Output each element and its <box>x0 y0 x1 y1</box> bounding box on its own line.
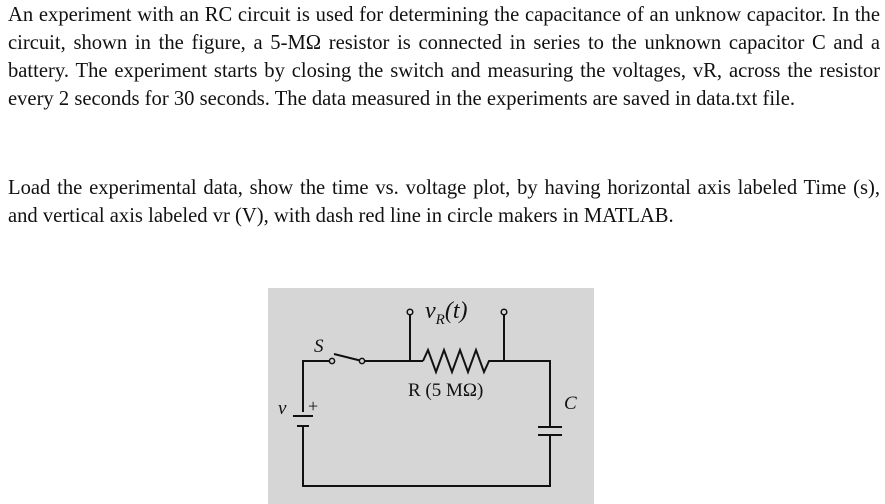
probe-terminal-left <box>406 308 414 316</box>
vr-label-sub: R <box>435 312 445 328</box>
battery-label: v <box>278 398 287 419</box>
capacitor-label: C <box>564 393 577 414</box>
probe-terminal-right <box>500 308 508 316</box>
wire-right-top <box>492 360 551 427</box>
switch-terminal-left <box>328 357 336 365</box>
resistor-zigzag <box>422 347 492 375</box>
wire-left-top <box>302 360 332 412</box>
problem-paragraph-2: Load the experimental data, show the tim… <box>8 177 880 227</box>
rc-circuit-diagram: vR(t) S R (5 MΩ) C v + <box>278 298 577 487</box>
switch-terminal-right <box>358 357 366 365</box>
switch-blade <box>333 353 363 362</box>
battery-plus-label: + <box>308 396 318 416</box>
resistor-label: R (5 MΩ) <box>408 380 483 401</box>
vr-label-main: v <box>425 298 436 324</box>
wire-left-bottom <box>302 438 551 487</box>
svg-text:vR(t): vR(t) <box>425 298 467 328</box>
vr-label-arg: (t) <box>445 298 468 324</box>
rc-circuit-figure: vR(t) S R (5 MΩ) C v + <box>268 288 594 504</box>
switch-label: S <box>314 336 324 357</box>
problem-paragraph-1: An experiment with an RC circuit is used… <box>8 4 880 110</box>
